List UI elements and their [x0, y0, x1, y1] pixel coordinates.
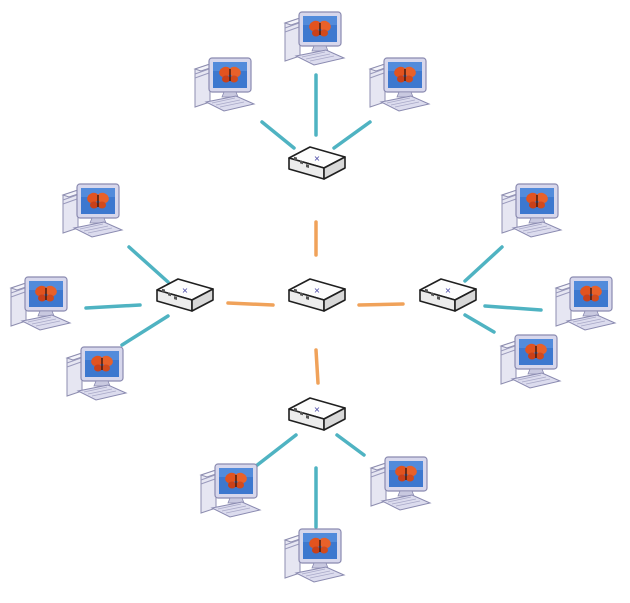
desktop-computer-icon: [370, 456, 431, 511]
network-switch-icon: [288, 146, 346, 180]
network-switch-icon: [288, 278, 346, 312]
desktop-computer-icon: [200, 463, 261, 518]
desktop-computer-icon: [284, 11, 345, 66]
access-link: [254, 433, 298, 468]
backbone-links: [226, 220, 405, 385]
network-switch-icon: [288, 397, 346, 431]
backbone-link-left: [226, 301, 275, 307]
desktop-computer-icon: [66, 346, 127, 401]
access-link: [335, 433, 366, 457]
backbone-link-bottom: [314, 348, 320, 385]
access-link: [120, 314, 170, 347]
desktop-computer-icon: [284, 528, 345, 583]
desktop-computer-icon: [194, 57, 255, 112]
backbone-link-right: [357, 302, 405, 307]
access-link: [260, 120, 296, 150]
desktop-computer-icon: [500, 334, 561, 389]
desktop-computer-icon: [501, 183, 562, 238]
access-link: [483, 304, 543, 312]
access-link: [127, 245, 170, 284]
access-link: [332, 120, 372, 150]
network-switch-icon: [419, 278, 477, 312]
access-link: [463, 313, 496, 334]
access-links: [84, 73, 543, 529]
access-link: [84, 303, 142, 310]
desktop-computer-icon: [369, 57, 430, 112]
desktop-computer-icon: [10, 276, 71, 331]
desktop-computer-icon: [555, 276, 616, 331]
network-switch-icon: [156, 278, 214, 312]
access-link: [463, 245, 504, 283]
switches: [156, 146, 477, 431]
desktop-computer-icon: [62, 183, 123, 238]
